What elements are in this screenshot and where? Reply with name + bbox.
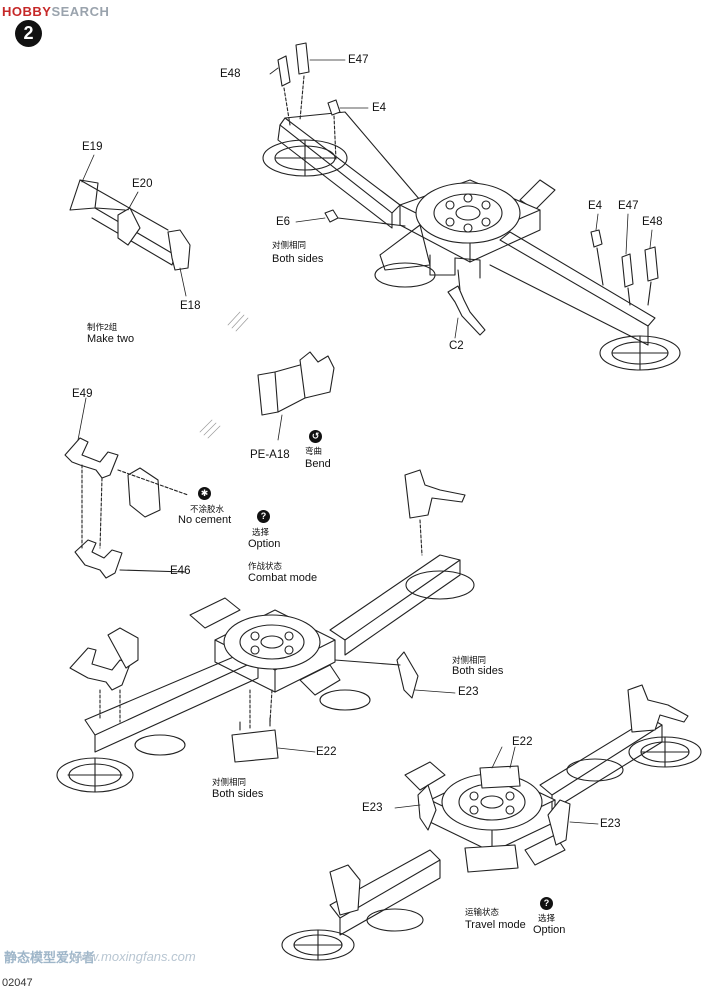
option-2-en: Option bbox=[533, 924, 566, 936]
travel-mode-en: Travel mode bbox=[465, 919, 526, 931]
shading bbox=[199, 311, 249, 439]
label-c2: C2 bbox=[449, 340, 464, 352]
label-pe-a18: PE-A18 bbox=[250, 449, 290, 461]
no-cement-icon: ✱ bbox=[198, 487, 211, 500]
label-e47-right: E47 bbox=[618, 200, 639, 212]
travel-mode-cn: 运输状态 bbox=[465, 907, 500, 917]
label-e46: E46 bbox=[170, 565, 191, 577]
label-e6: E6 bbox=[276, 216, 291, 228]
label-e48-top: E48 bbox=[220, 68, 241, 80]
make-two-cn: 制作2组 bbox=[87, 322, 118, 332]
both-sides-3-cn: 对侧相同 bbox=[212, 777, 247, 787]
label-e23-mid: E23 bbox=[458, 686, 479, 698]
label-e23-bot-right: E23 bbox=[600, 818, 621, 830]
combat-mode-cn: 作战状态 bbox=[248, 561, 283, 571]
hobbysearch-logo: HOBBYSEARCH bbox=[2, 4, 109, 19]
combat-mode-assembly bbox=[56, 469, 475, 793]
label-e49: E49 bbox=[72, 388, 93, 400]
no-cement-cn: 不涂胶水 bbox=[190, 504, 225, 514]
bend-cn: 弯曲 bbox=[305, 446, 323, 456]
logo-sub: SEARCH bbox=[51, 4, 110, 19]
both-sides-2-en: Both sides bbox=[452, 665, 504, 677]
bend-icon: ↺ bbox=[309, 430, 322, 443]
option-1-cn: 选择 bbox=[252, 527, 270, 537]
label-e20: E20 bbox=[132, 178, 153, 190]
label-e47-top: E47 bbox=[348, 54, 369, 66]
watermark-cn: 静态模型爱好者 bbox=[4, 950, 96, 965]
question-icon-1: ? bbox=[257, 510, 270, 523]
page-number: 02047 bbox=[2, 977, 33, 989]
e18-e19-e20-subassembly bbox=[69, 179, 191, 271]
label-e18: E18 bbox=[180, 300, 201, 312]
leader-lines bbox=[77, 59, 653, 825]
both-sides-1-cn: 对侧相同 bbox=[272, 240, 307, 250]
label-e4-right: E4 bbox=[588, 200, 603, 212]
both-sides-3-en: Both sides bbox=[212, 788, 264, 800]
travel-mode-assembly bbox=[281, 684, 702, 961]
question-icon-2: ? bbox=[540, 897, 553, 910]
top-cruciform-assembly bbox=[262, 42, 681, 371]
label-e22-bot: E22 bbox=[512, 736, 533, 748]
label-e48-right: E48 bbox=[642, 216, 663, 228]
combat-mode-en: Combat mode bbox=[248, 572, 318, 584]
label-e19: E19 bbox=[82, 141, 103, 153]
both-sides-2-cn: 对侧相同 bbox=[452, 655, 487, 665]
watermark-url: www.moxingfans.com bbox=[70, 949, 196, 964]
e49-e46-parts bbox=[64, 437, 189, 579]
option-2-cn: 选择 bbox=[538, 913, 556, 923]
label-e23-bot-left: E23 bbox=[362, 802, 383, 814]
option-1-en: Option bbox=[248, 538, 281, 550]
both-sides-1-en: Both sides bbox=[272, 253, 324, 265]
label-e22-mid: E22 bbox=[316, 746, 337, 758]
step-number: 2 bbox=[15, 20, 42, 47]
make-two-en: Make two bbox=[87, 333, 135, 345]
no-cement-en: No cement bbox=[178, 514, 232, 526]
label-e4-top: E4 bbox=[372, 102, 387, 114]
pe-a18-part bbox=[257, 351, 335, 416]
logo-main: HOBBY bbox=[2, 4, 52, 19]
bend-en: Bend bbox=[305, 458, 331, 470]
